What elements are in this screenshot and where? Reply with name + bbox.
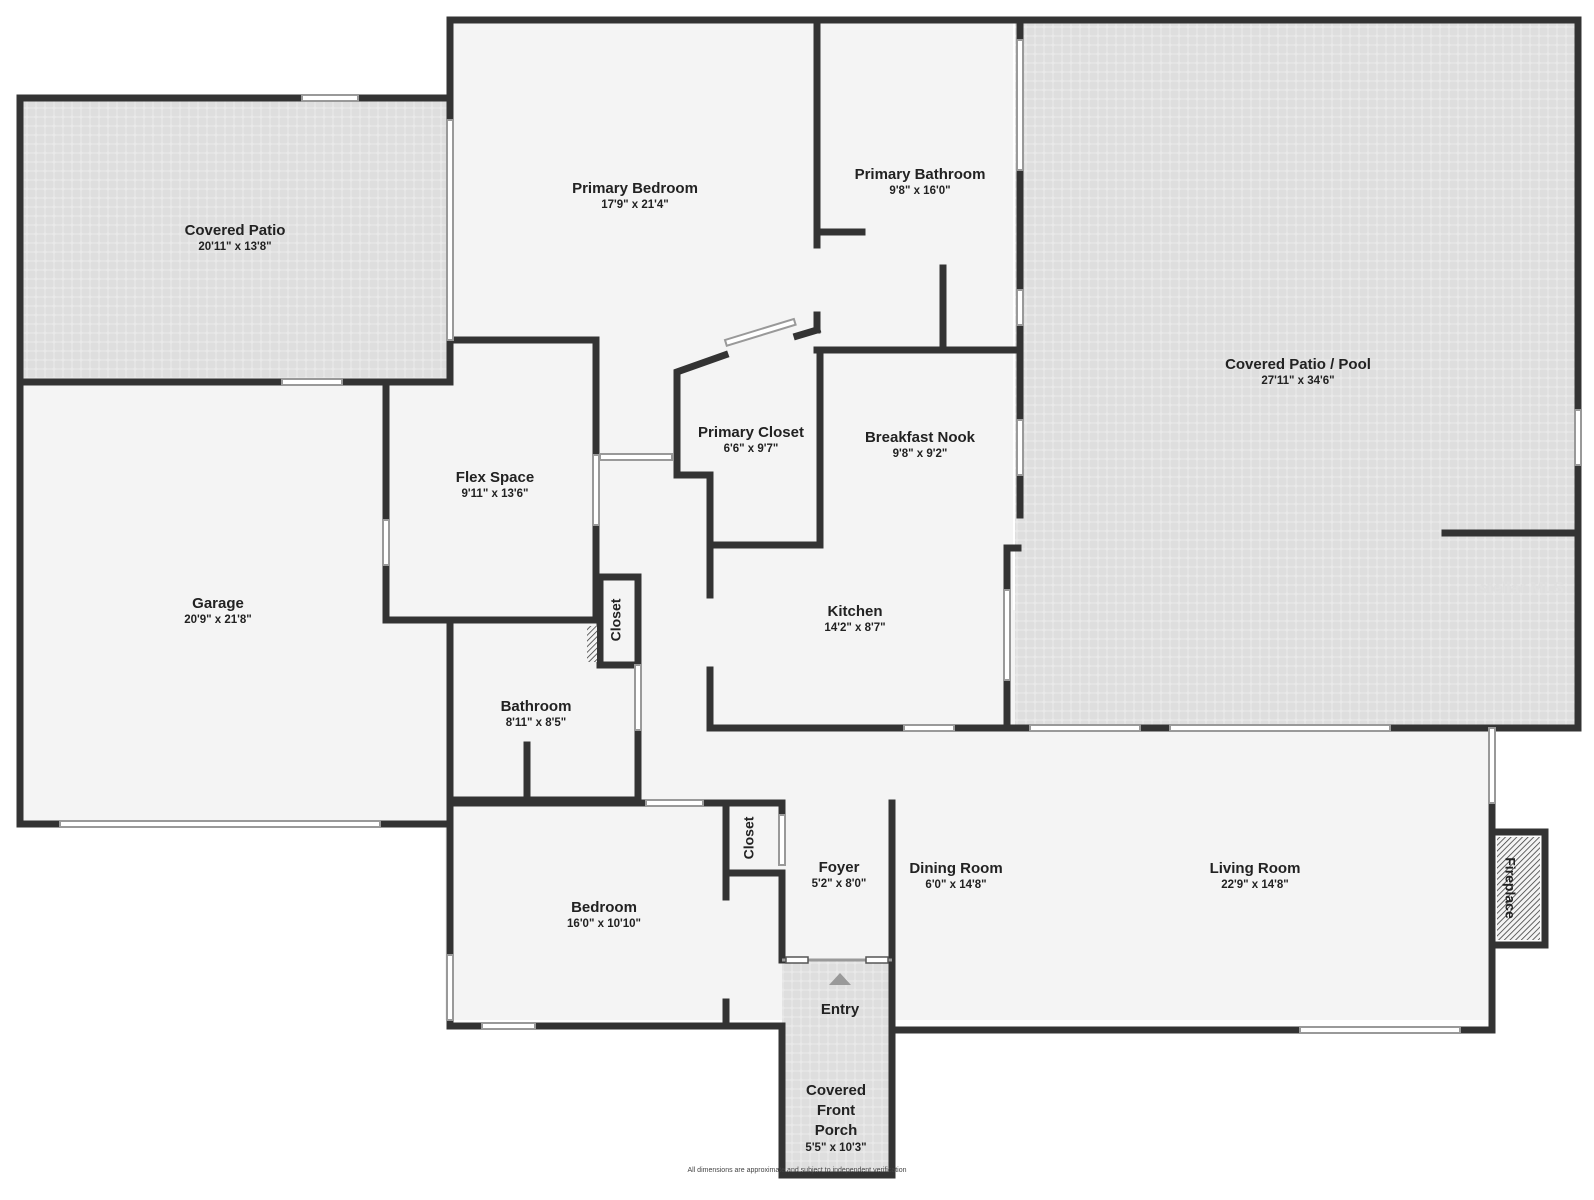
room-label-dining-room: Dining Room 6'0" x 14'8"	[909, 860, 1003, 891]
room-label-entry: Entry	[820, 1001, 860, 1018]
closet-label-flex: Closet	[607, 598, 624, 642]
room-label-primary-bathroom: Primary Bathroom 9'8" x 16'0"	[854, 166, 986, 197]
room-label-covered-front-porch: Covered Front Porch 5'5" x 10'3"	[805, 1082, 867, 1154]
covered-front-porch-area	[782, 960, 892, 1173]
covered-patio-area	[20, 98, 450, 382]
fireplace-hearth	[1497, 837, 1540, 940]
room-label-bathroom: Bathroom 8'11" x 8'5"	[500, 698, 572, 729]
fireplace-label: Fireplace	[1502, 857, 1519, 919]
room-label-foyer: Foyer 5'2" x 8'0"	[811, 859, 867, 890]
room-label-living-room: Living Room 22'9" x 14'8"	[1209, 860, 1301, 891]
room-label-covered-patio-pool: Covered Patio / Pool 27'11" x 34'6"	[1225, 356, 1371, 387]
room-label-kitchen: Kitchen 14'2" x 8'7"	[824, 603, 886, 634]
walls	[16, 16, 1582, 1179]
windows	[59, 39, 1582, 1034]
room-label-garage: Garage 20'9" x 21'8"	[184, 595, 252, 626]
closet-label-bedroom: Closet	[740, 816, 757, 860]
watermark: stellar MLS	[1478, 580, 1564, 597]
room-label-flex-space: Flex Space 9'11" x 13'6"	[455, 469, 535, 500]
room-label-bedroom: Bedroom 16'0" x 10'10"	[567, 899, 641, 930]
room-label-breakfast-nook: Breakfast Nook 9'8" x 9'2"	[864, 429, 976, 460]
interior-floor	[20, 20, 1488, 1020]
hatched-chase	[587, 626, 597, 662]
entry-arrow-icon	[829, 973, 851, 985]
room-label-primary-bedroom: Primary Bedroom 17'9" x 21'4"	[572, 180, 698, 211]
patio-areas	[20, 20, 1578, 1173]
entry-door	[782, 956, 892, 985]
footnote: All dimensions are approximate and subje…	[687, 1167, 907, 1174]
covered-patio-pool-area	[1015, 20, 1578, 725]
room-label-covered-patio: Covered Patio 20'11" x 13'8"	[184, 222, 286, 253]
room-label-primary-closet: Primary Closet 6'6" x 9'7"	[698, 424, 804, 455]
